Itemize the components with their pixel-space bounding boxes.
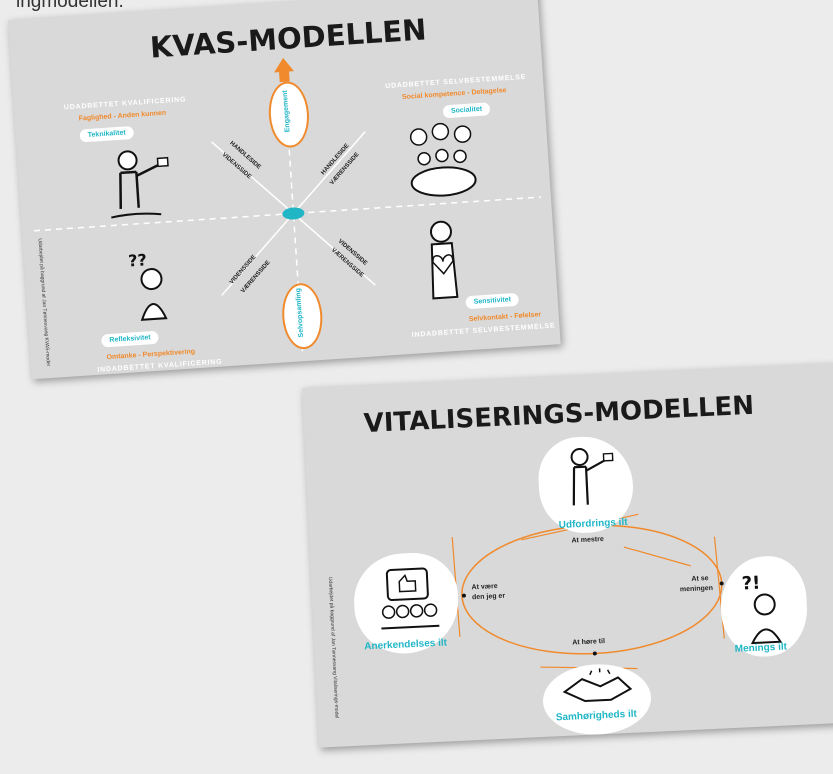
vitaliserings-model-card: VITALISERINGS-MODELLEN ?! [302,362,833,748]
heart-person-icon [429,220,459,300]
thinking-person-icon: ?? [128,250,168,321]
caption-fragment: ingmodellen. [16,0,124,12]
handshake-icon [562,668,633,703]
person-pointing-icon [111,150,169,219]
question-person-icon: ?! [741,573,783,645]
pt-right-1: At se [691,575,709,583]
group-discussion-icon [409,122,477,197]
pt-left-1: At være [471,583,498,592]
kvas-model-card: KVAS-MODELLEN Engagement Selvopsamling H… [8,0,561,380]
svg-text:?!: ?! [741,573,761,595]
person-pointing-icon [570,448,614,506]
thumbs-up-audience-icon [381,567,440,630]
svg-text:??: ?? [128,250,148,270]
